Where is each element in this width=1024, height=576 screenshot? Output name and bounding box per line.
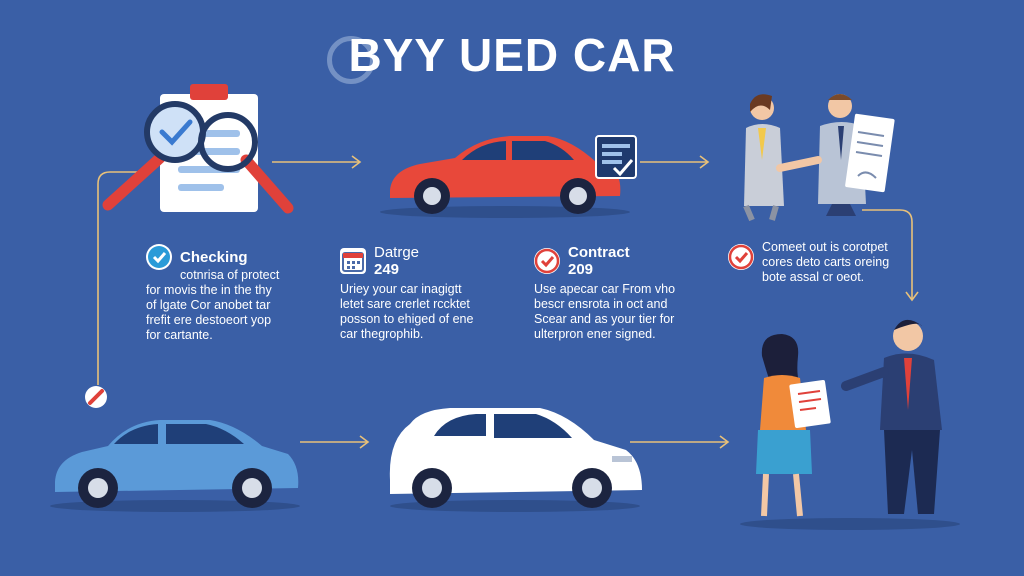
description-line: cores deto carts oreing <box>762 255 890 269</box>
step-datrge-header: Datrge 249 <box>340 244 530 278</box>
connector-arrow-3 <box>905 291 919 302</box>
connector-arrow-4 <box>359 435 370 449</box>
step-contract: Contract 209 Use apecar car From vho bes… <box>534 244 724 342</box>
step-datrge: Datrge 249 Uriey your car inagigtt letet… <box>340 244 530 342</box>
blue-car-illustration <box>50 420 300 512</box>
connector-arrow-2 <box>699 155 710 169</box>
description-line: Use apecar car From vho <box>534 282 676 296</box>
description-line: Scear and as your tier for <box>534 312 675 326</box>
page-title: BYY UED CAR <box>348 29 676 81</box>
step-contract-number: 209 <box>568 261 594 278</box>
description-line: posson to ehiged of ene <box>340 312 474 326</box>
step-datrge-description: Uriey your car inagigtt letet sare crerl… <box>340 282 530 342</box>
step-contract-title: Contract <box>568 244 630 261</box>
calendar-icon <box>340 248 366 274</box>
buyer-seller-illustration <box>740 319 960 530</box>
description-line: letet sare crerlet rccktet <box>340 297 470 311</box>
description-line: for cartante. <box>146 328 213 342</box>
step-contract-description: Use apecar car From vho bescr ensrota in… <box>534 282 724 342</box>
description-line: bescr ensrota in oct and <box>534 297 668 311</box>
check-badge-icon <box>534 248 560 274</box>
description-line: ulterpron ener signed. <box>534 327 656 341</box>
description-line: for movis the in the thy <box>146 283 272 297</box>
step-contract-heading-group: Contract 209 <box>568 244 630 278</box>
wrench-badge-icon <box>85 386 107 408</box>
connector-arrow-1 <box>351 155 362 169</box>
step-datrge-number: 249 <box>374 261 400 278</box>
step-complete-description: Comeet out is corotpet cores deto carts … <box>762 240 889 285</box>
step-checking-title: Checking <box>180 248 248 266</box>
flow-connectors <box>97 155 919 449</box>
check-circle-icon <box>728 244 754 270</box>
step-datrge-heading-group: Datrge 249 <box>374 244 419 278</box>
check-circle-icon <box>146 244 172 270</box>
white-car-illustration <box>389 408 642 512</box>
checklist-screen-icon <box>595 135 637 179</box>
handshake-people-illustration <box>743 94 895 222</box>
step-checking: Checking cotnrisa of protect for movis t… <box>146 244 346 343</box>
step-contract-header: Contract 209 <box>534 244 724 278</box>
description-line: Comeet out is corotpet <box>762 240 888 254</box>
step-checking-header: Checking <box>146 244 346 270</box>
description-line: bote assal cr oeot. <box>762 270 865 284</box>
description-line: car thegrophib. <box>340 327 424 341</box>
step-complete: Comeet out is corotpet cores deto carts … <box>728 240 928 285</box>
clipboard-magnifier-icon <box>102 84 294 214</box>
connector-left-vertical <box>97 171 140 385</box>
description-line: cotnrisa of protect <box>180 268 280 282</box>
description-line: Uriey your car inagigtt <box>340 282 462 296</box>
description-line: of lgate Cor anobet tar <box>146 298 271 312</box>
connector-arrow-5 <box>719 435 730 449</box>
step-checking-description: cotnrisa of protect for movis the in the… <box>146 268 346 343</box>
description-line: frefit ere destoeort yop <box>146 313 272 327</box>
title-ring-decoration <box>327 36 375 84</box>
step-complete-row: Comeet out is corotpet cores deto carts … <box>728 240 928 285</box>
connector-handshake-down <box>862 209 913 300</box>
red-car-illustration <box>380 136 630 218</box>
step-datrge-title: Datrge <box>374 244 420 261</box>
